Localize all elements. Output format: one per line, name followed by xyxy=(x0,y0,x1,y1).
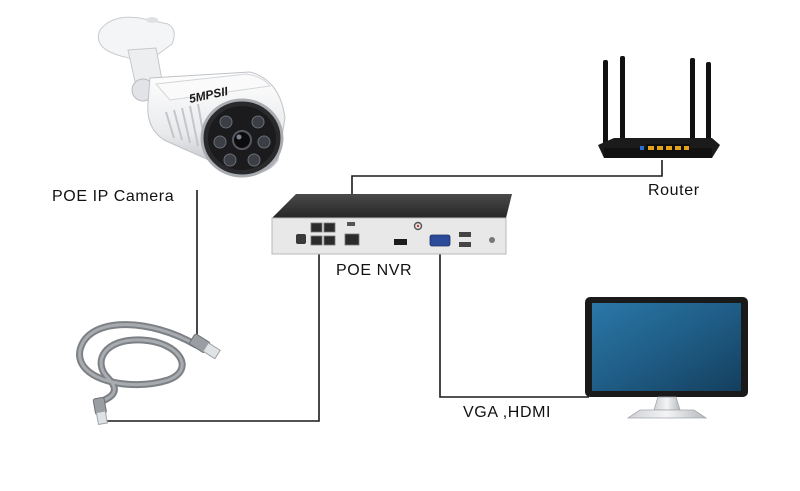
router-label: Router xyxy=(648,182,700,199)
monitor-icon xyxy=(585,297,748,419)
display-connection-label: VGA ,HDMI xyxy=(463,404,552,421)
poe-nvr-icon xyxy=(271,194,512,255)
wire-cable-to-nvr xyxy=(104,253,320,422)
router-icon xyxy=(598,56,720,158)
network-cable-icon xyxy=(76,321,221,426)
nvr-label: POE NVR xyxy=(336,262,413,279)
poe-ip-camera-icon: 5MPSII xyxy=(97,16,286,178)
camera-label: POE IP Camera xyxy=(52,188,175,205)
wire-nvr-to-monitor xyxy=(439,253,589,398)
